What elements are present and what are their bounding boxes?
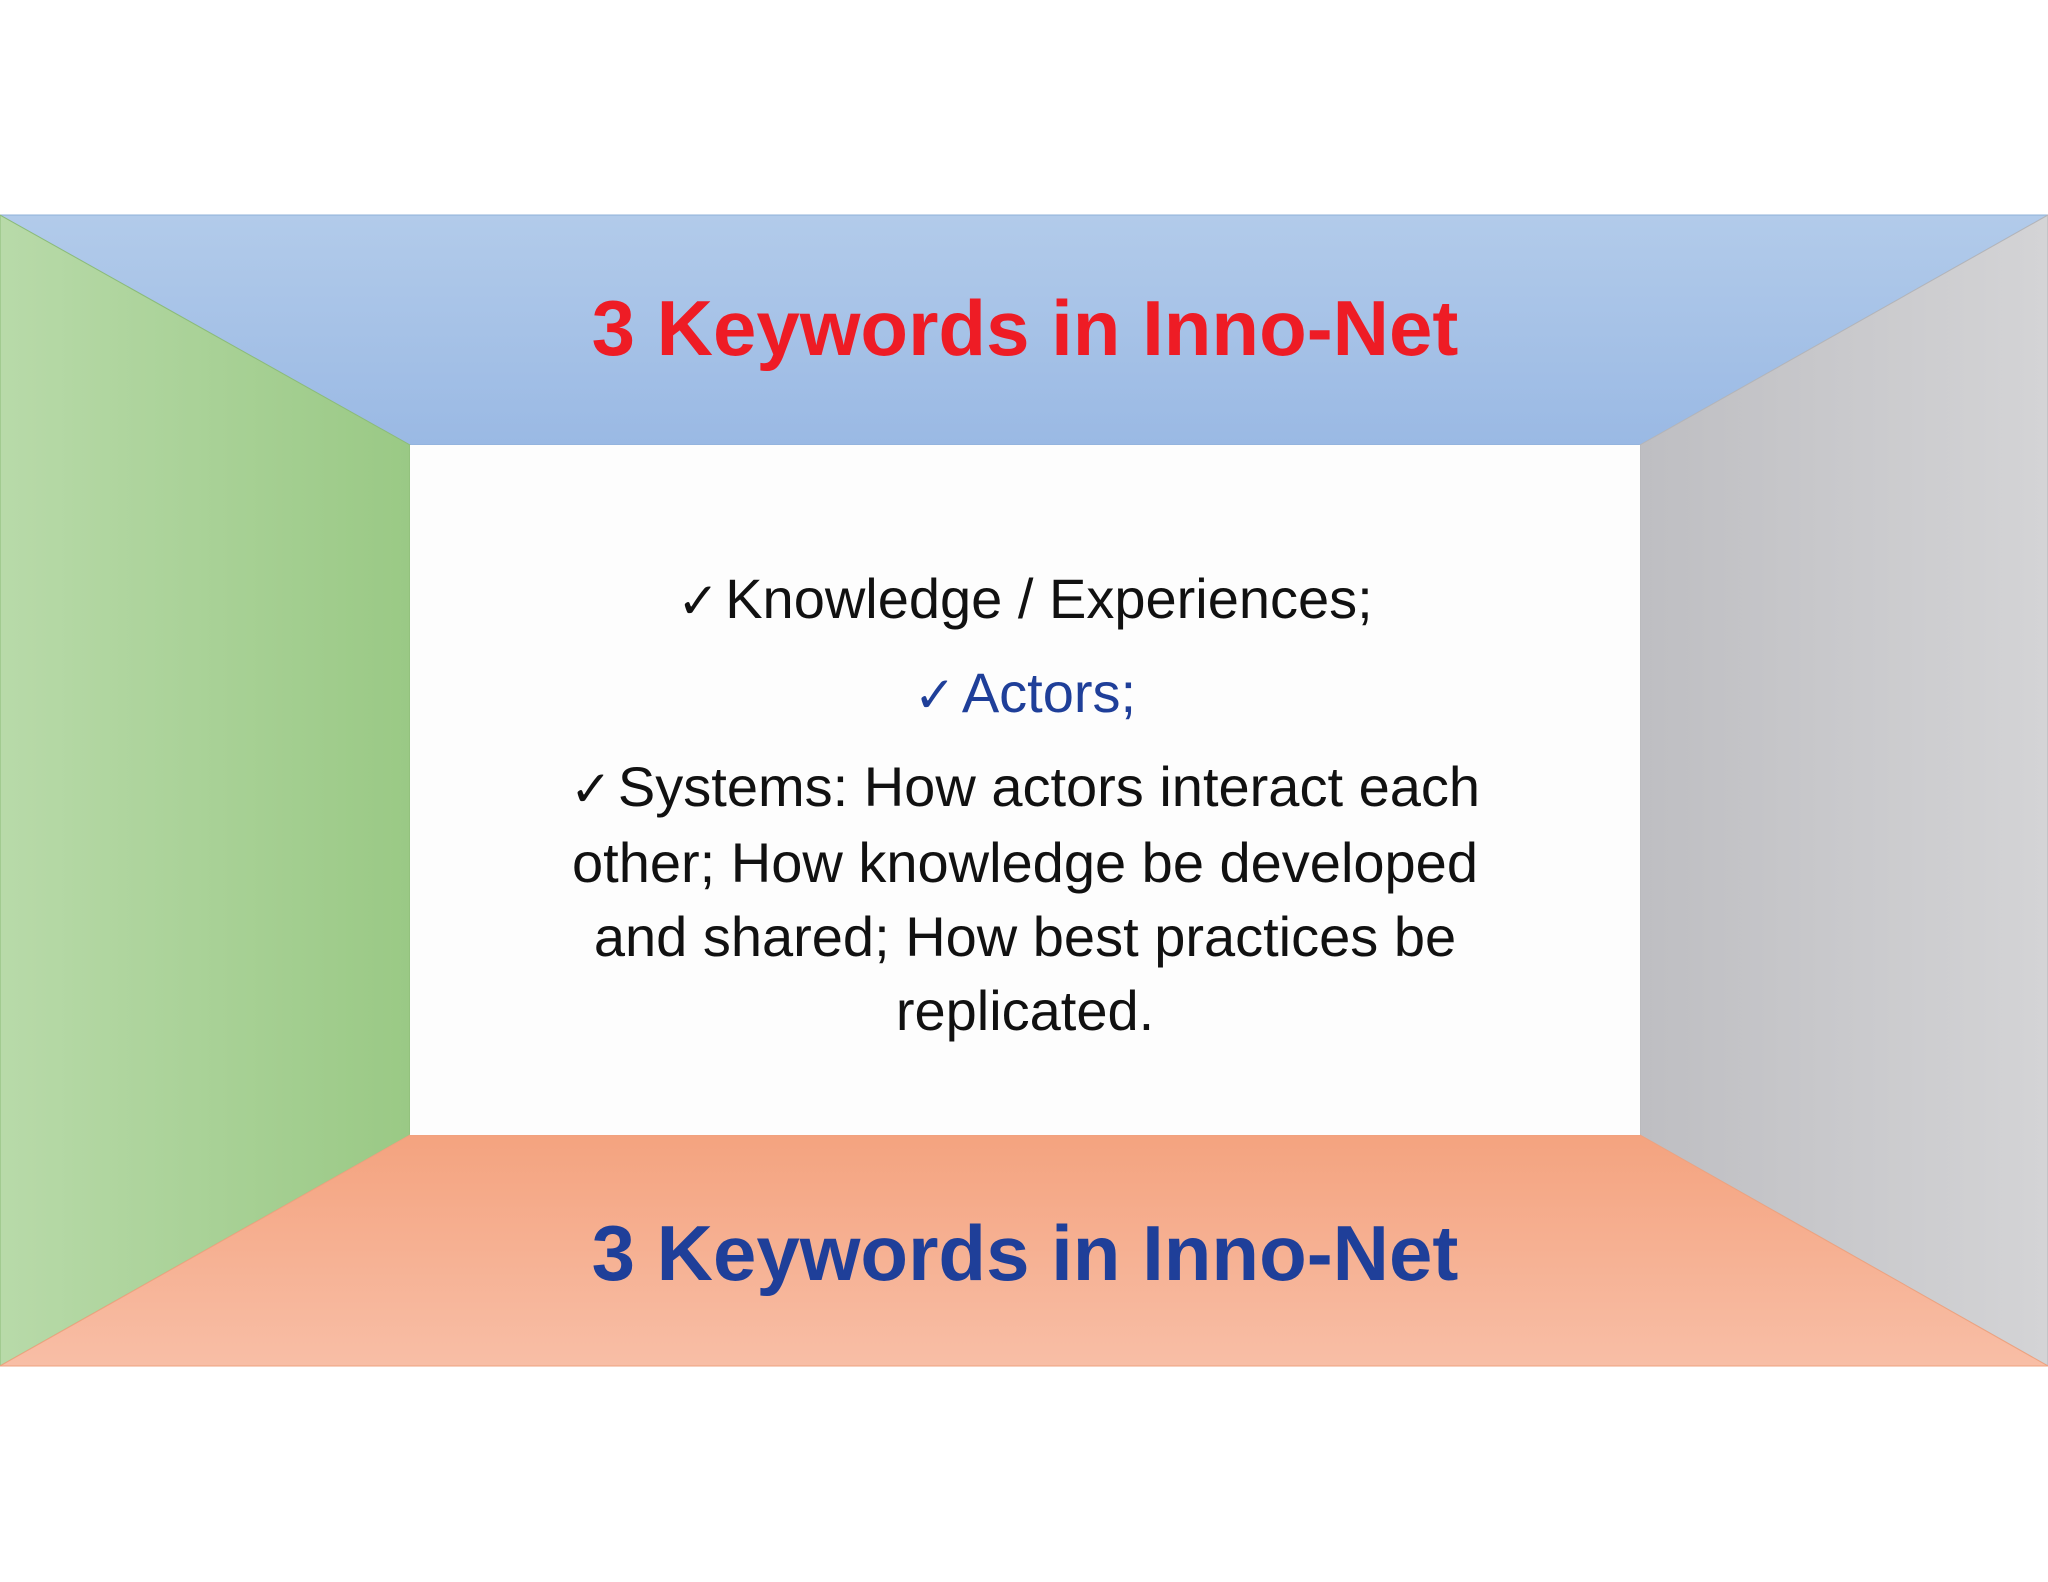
center-panel-bg xyxy=(410,445,1640,1135)
list-item: ✓Systems: How actors interact each other… xyxy=(410,750,1640,1048)
item-text: Systems: How actors interact each other;… xyxy=(572,755,1480,1042)
checkmark-icon: ✓ xyxy=(570,761,612,817)
item-text: Actors; xyxy=(961,661,1137,724)
checkmark-icon: ✓ xyxy=(913,667,956,723)
checkmark-icon: ✓ xyxy=(677,573,720,629)
keyword-list: ✓Knowledge / Experiences; ✓Actors; ✓Syst… xyxy=(410,445,1640,1135)
list-item: ✓Knowledge / Experiences; xyxy=(410,562,1640,638)
item-text: Knowledge / Experiences; xyxy=(725,567,1373,630)
list-item: ✓Actors; xyxy=(410,656,1640,732)
top-title: 3 Keywords in Inno-Net xyxy=(591,284,1459,372)
bottom-title: 3 Keywords in Inno-Net xyxy=(591,1209,1459,1297)
